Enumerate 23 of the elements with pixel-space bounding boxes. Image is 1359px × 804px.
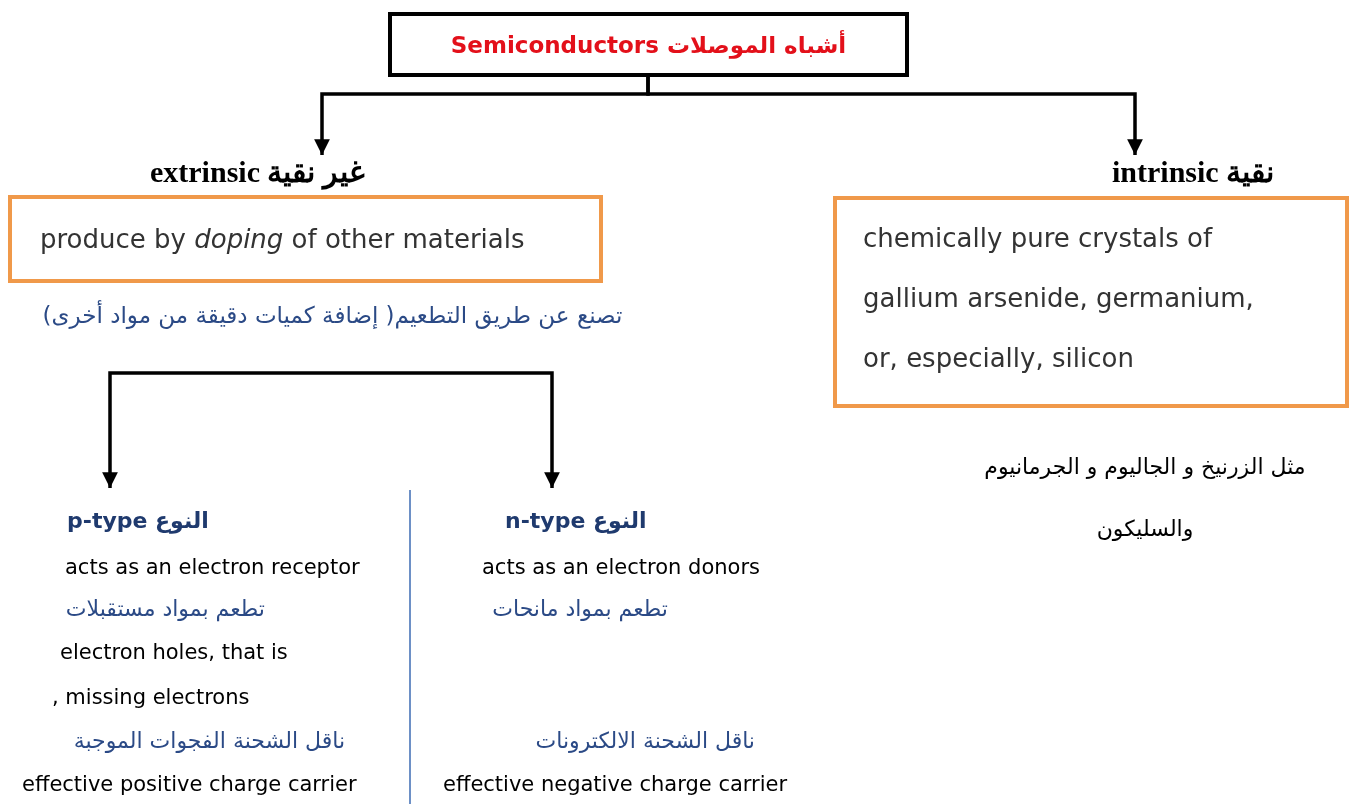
node-label: ناقل الشحنة الالكترونات [534,728,755,753]
node-label: تصنع عن طريق التطعيم( إضافة كميات دقيقة من مواد أخرى) [41,302,624,328]
text-box: chemically pure crystals of gallium arsenide, germanium, or, especially, silicon [833,196,1349,408]
node-label: effective negative charge carrier [443,772,788,796]
text-box: produce by doping of other materials [8,195,603,283]
node-label: ناقل الشحنة الفجوات الموجبة [72,728,345,753]
node-label: acts as an electron receptor [65,555,360,579]
arrow [102,371,331,488]
heading: intrinsic نقية [1112,154,1275,189]
node-label: مثل الزرنيخ و الجاليوم و الجرمانيوم والسليكون [983,453,1307,543]
heading: n-type النوع [505,508,647,533]
node-label: تطعم بمواد مستقبلات [64,596,265,621]
heading: p-type النوع [67,508,209,533]
arrow [646,77,1143,155]
node-label: effective positive charge carrier [22,772,357,796]
node-label: acts as an electron donors [482,555,760,579]
node-label: electron holes, that is [60,640,288,664]
title-box [388,12,909,77]
node-label: , missing electrons [52,685,250,709]
heading: Semiconductors أشباه الموصلات [450,31,847,58]
node-label: تطعم بمواد مانحات [491,596,668,621]
arrow [331,371,560,488]
heading: extrinsic غير نقية [150,154,365,189]
